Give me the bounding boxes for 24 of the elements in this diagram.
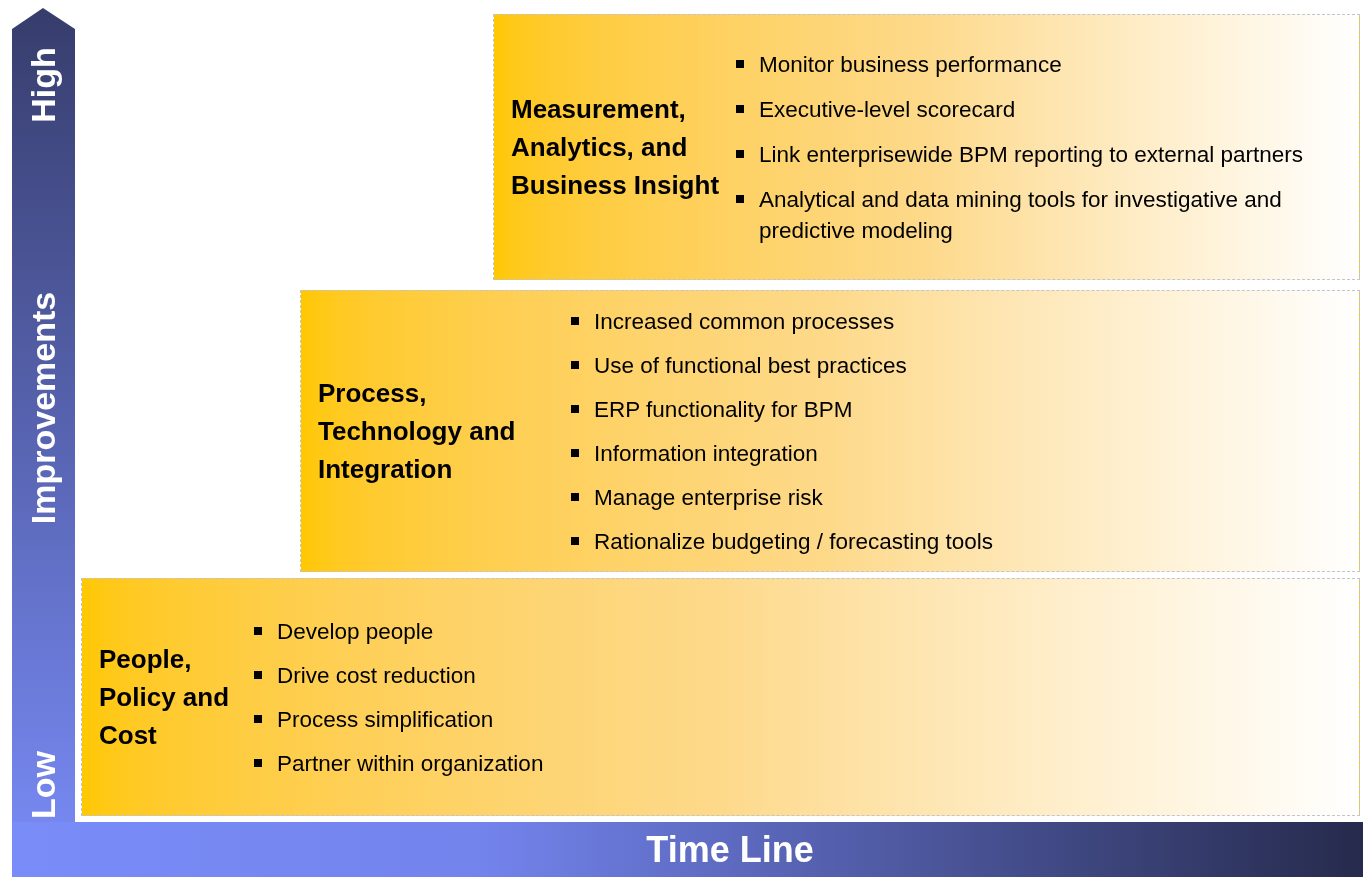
axis-label: Low [23, 751, 63, 819]
axis-label: Improvements [23, 291, 63, 525]
bullet-text: Drive cost reduction [277, 661, 476, 690]
bullet-text: ERP functionality for BPM [594, 395, 853, 424]
bullet-text: Information integration [594, 439, 818, 468]
bullet-text: Process simplification [277, 705, 494, 734]
step-title: Measurement, Analytics, and Business Insight [511, 93, 721, 202]
bullet-text: Manage enterprise risk [594, 483, 823, 512]
bullet-text: Use of functional best practices [594, 351, 907, 380]
bullet-text: Develop people [277, 617, 434, 646]
step-box [81, 578, 1360, 816]
step-box [300, 290, 1360, 572]
axis-label: Time Line [646, 828, 814, 872]
axis-label: High [23, 47, 63, 123]
bullet-text: Monitor business performance [759, 50, 1062, 79]
bullet-text: Link enterprisewide BPM reporting to external partners [759, 140, 1304, 169]
bullet-text: Executive-level scorecard [759, 95, 1016, 124]
bullet-text: Partner within organization [277, 749, 544, 778]
step-title: People, Policy and Cost [99, 643, 231, 752]
bullet-text: Increased common processes [594, 307, 895, 336]
bullet-text: Analytical and data mining tools for investigative and predictive modeling [759, 185, 1283, 245]
step-title: Process, Technology and Integration [318, 377, 517, 486]
bullet-text: Rationalize budgeting / forecasting tools [594, 527, 993, 556]
step-box [493, 14, 1360, 280]
